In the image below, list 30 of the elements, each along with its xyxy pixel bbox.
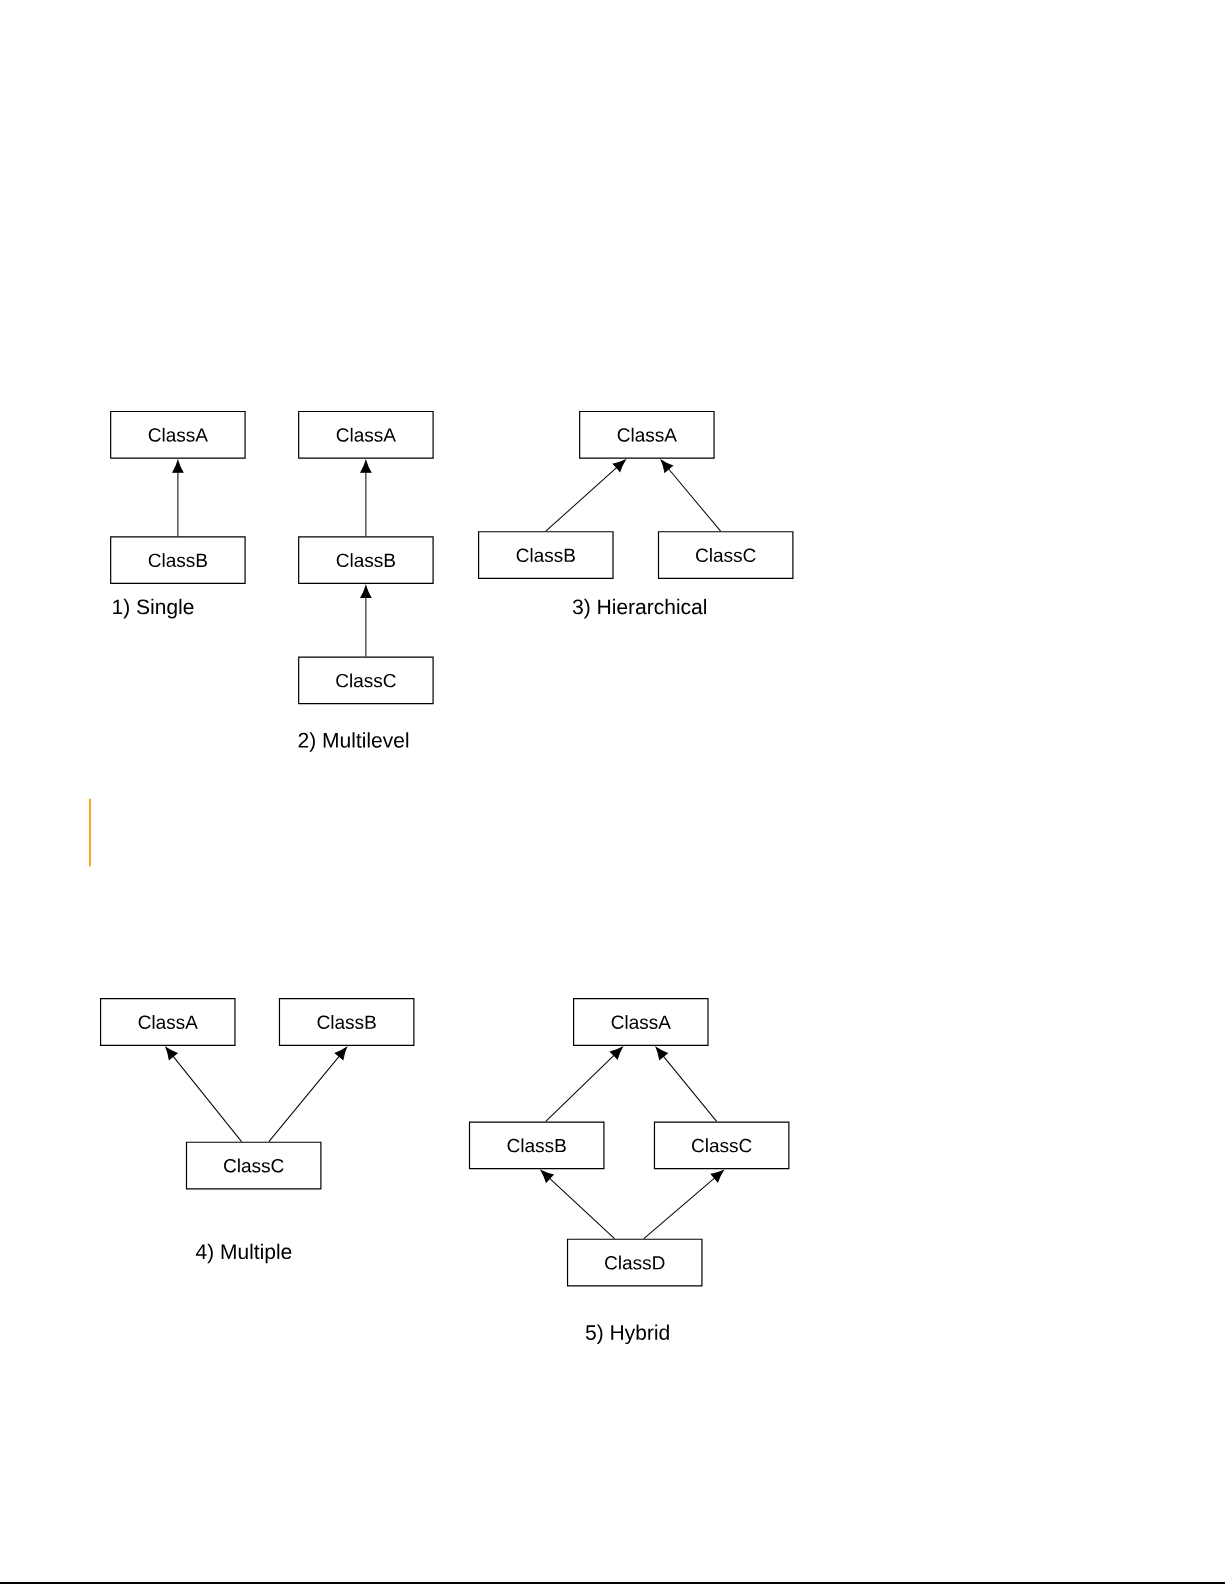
arrow	[545, 459, 626, 532]
arrow	[165, 1046, 243, 1143]
class-box: ClassB	[110, 536, 246, 584]
diagram-caption: 2) Multilevel	[298, 732, 409, 752]
class-box: ClassA	[298, 410, 434, 459]
arrow	[660, 459, 722, 532]
class-box: ClassA	[110, 410, 246, 459]
arrow	[643, 1169, 724, 1240]
class-box: ClassA	[573, 998, 709, 1046]
arrow	[545, 1046, 623, 1122]
arrow	[360, 460, 372, 537]
class-box: ClassC	[298, 656, 434, 705]
diagram-caption: 3) Hierarchical	[572, 598, 706, 619]
class-box: ClassA	[100, 998, 236, 1046]
diagram-caption: 5) Hybrid	[585, 1324, 669, 1345]
arrow	[268, 1046, 348, 1143]
arrow	[540, 1169, 615, 1240]
class-box: ClassB	[478, 531, 614, 579]
class-box: ClassB	[278, 998, 415, 1046]
class-box: ClassD	[566, 1238, 703, 1287]
class-box: ClassC	[657, 531, 794, 579]
diagram-caption: 4) Multiple	[195, 1243, 292, 1264]
class-box: ClassC	[185, 1141, 322, 1190]
class-box: ClassB	[298, 536, 434, 584]
class-box: ClassA	[579, 410, 715, 459]
class-box: ClassC	[653, 1121, 790, 1170]
arrow	[360, 585, 372, 657]
class-box: ClassB	[468, 1121, 605, 1170]
arrow	[655, 1046, 718, 1122]
arrow	[172, 460, 184, 537]
